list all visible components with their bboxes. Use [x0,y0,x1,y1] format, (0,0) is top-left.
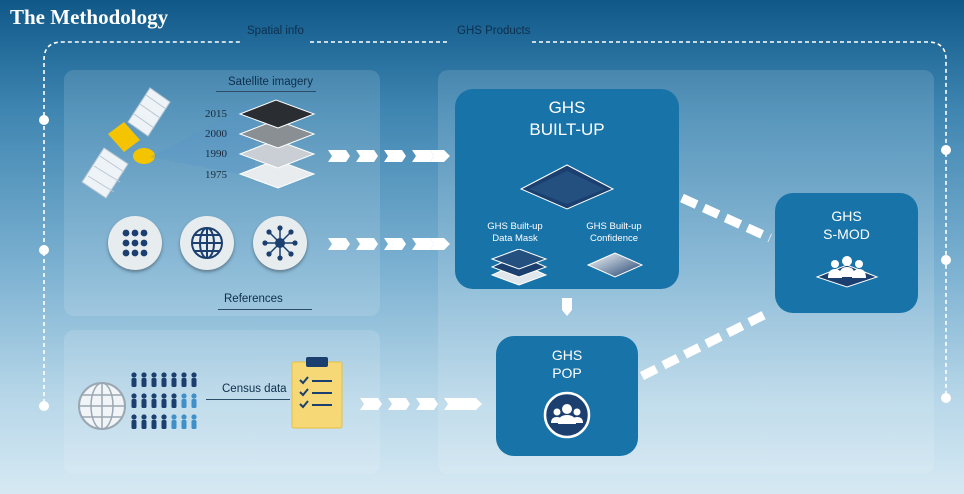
spatial-info-label: Spatial info [247,25,304,37]
census-underline [206,384,290,400]
year-label: 2015 [205,108,227,120]
globe-grid-icon [78,382,126,430]
arrow-builtup-to-smod [680,193,772,243]
smod-title-line2: S-MOD [823,226,870,242]
clipboard-checklist-icon [291,357,343,429]
arrow-pop-to-smod [639,307,773,381]
ghs-pop-box: GHS POP [496,336,638,456]
pop-title-line2: POP [552,365,582,381]
data-mask-line1: GHS Built-up [487,221,543,232]
network-icon [253,216,307,270]
confidence-line1: GHS Built-up [586,221,642,232]
frame-dot [941,145,951,155]
settlement-people-icon [815,256,879,288]
data-mask-layers-icon [490,249,548,286]
satellite-imagery-underline [216,74,316,92]
confidence-label: GHS Built-up Confidence [579,221,649,245]
ghs-products-label: GHS Products [457,25,531,37]
year-label: 1975 [205,169,227,181]
references-underline [218,292,312,310]
spatial-info-panel [64,70,380,316]
census-data-label: Census data [222,383,287,395]
arrow-references [328,238,350,250]
frame-dot [39,401,49,411]
arrow-census [360,398,382,410]
ghs-built-up-box: GHS BUILT-UP GHS Built-up Data Mask GHS … [455,89,679,289]
satellite-layers-icon [238,99,316,189]
satellite-icon [81,87,171,199]
year-label: 2000 [205,128,227,140]
data-mask-line2: Data Mask [492,233,538,244]
pop-title-line1: GHS [551,347,583,363]
frame-dot [39,245,49,255]
confidence-line2: Confidence [589,233,639,244]
frame-dot [941,393,951,403]
satellite-imagery-label: Satellite imagery [228,76,314,88]
globe-icon [180,216,234,270]
data-mask-label: GHS Built-up Data Mask [481,221,549,245]
references-label: References [224,293,283,305]
grid-dots-icon [108,216,162,270]
arrow-imagery [328,150,350,162]
people-grid-icon [131,372,197,429]
arrow-builtup-to-pop [562,298,572,316]
people-group-icon [543,391,591,439]
page-title: The Methodology [10,5,169,29]
year-label: 1990 [205,148,227,160]
built-up-layer-icon [519,164,615,210]
frame-dot [941,255,951,265]
frame-dot [39,115,49,125]
ghs-smod-box: GHS S-MOD [775,193,918,313]
built-up-title-line1: GHS [548,98,586,117]
satellite-beam [150,103,255,177]
built-up-title-line2: BUILT-UP [529,120,605,139]
smod-title-line1: GHS [831,208,862,224]
confidence-layer-icon [586,252,644,278]
